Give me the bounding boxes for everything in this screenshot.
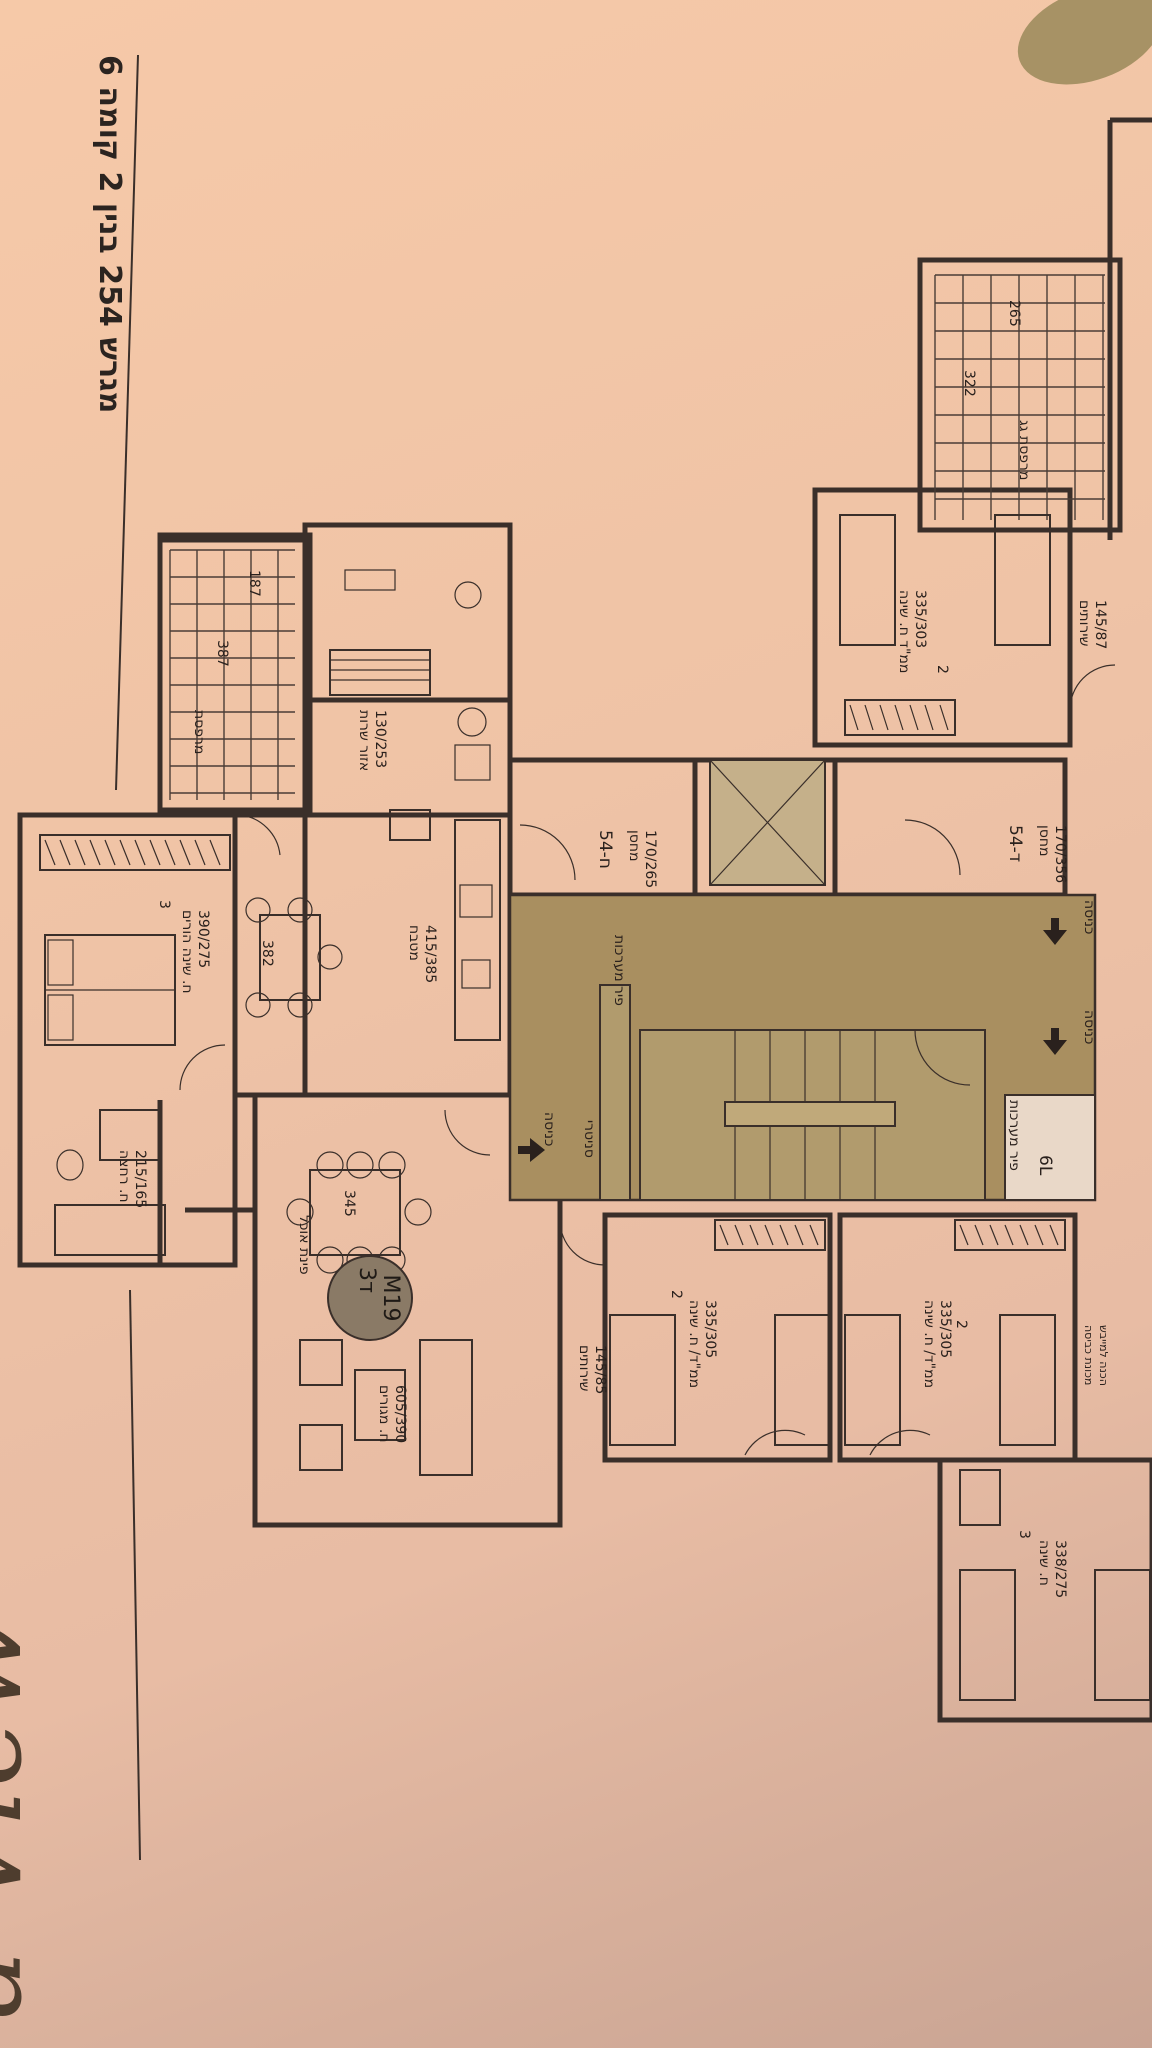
label-lift-no: 6L — [1035, 1155, 1055, 1176]
label-safe-right-dim: 335/305 — [937, 1300, 953, 1358]
entry-arrows — [518, 918, 1067, 1162]
label-neighbor-wc-dim: 145/87 — [1092, 600, 1108, 649]
label-dining-dim: 382 — [259, 940, 275, 967]
label-roof-balcony-dim1: 322 — [961, 370, 977, 397]
label-safe-left: ממ"ד/ ח. שינה — [686, 1300, 702, 1388]
label-dining2: פינת אוכל — [296, 1215, 312, 1275]
label-dining2-dim: 345 — [341, 1190, 357, 1217]
label-neighbor-wc: שירותים — [1076, 600, 1092, 646]
label-storage-b-dim: 170/356 — [1052, 825, 1068, 883]
label-bed-far-dim: 338/275 — [1052, 1540, 1068, 1598]
label-neighbor-safe: ממ"ד ח. שינה — [896, 590, 912, 673]
kitchen-counter — [389, 809, 501, 1041]
side-rule — [129, 1289, 141, 1861]
wardrobe-parents — [39, 834, 231, 871]
label-balcony-top-dim2: 187 — [246, 570, 262, 597]
label-parents-dim: 390/275 — [195, 910, 211, 968]
safe-room-right-furniture — [844, 1219, 1066, 1446]
label-storage-a-tag: 54-ח — [595, 830, 615, 869]
service-shelf — [329, 569, 491, 781]
label-neighbor-safe-dim: 335/303 — [912, 590, 928, 648]
label-living: ח. מגורים — [376, 1385, 392, 1442]
label-storage-b-tag: 54-ד — [1005, 825, 1025, 862]
label-parents: ח. שינה הורים — [179, 910, 195, 994]
label-bed-far-badge: 3 — [1016, 1530, 1032, 1539]
label-service-dim: 130/253 — [372, 710, 388, 768]
apartment-walls — [17, 522, 563, 1528]
label-parents-badge: 3 — [156, 900, 172, 909]
dining-table-upper — [245, 897, 343, 1018]
label-roof-balcony: מרפסת גג — [1016, 420, 1032, 480]
far-bedroom-furniture — [959, 1469, 1151, 1701]
label-storage-a-dim: 170/265 — [642, 830, 658, 888]
label-parents-bath: ח. רחצה — [116, 1150, 132, 1203]
label-toilet: שירותים — [576, 1345, 592, 1391]
label-balcony-top-dim1: 387 — [214, 640, 230, 667]
label-safe-left-badge: 2 — [668, 1290, 684, 1299]
label-storage-a: מחסן — [626, 830, 642, 862]
neighbor-safe-furniture — [839, 514, 1051, 736]
label-kitchen-dim: 415/385 — [422, 925, 438, 983]
label-roof-balcony-dim2: 265 — [1006, 300, 1022, 327]
apartment-badge-bottom: M19 — [378, 1275, 403, 1322]
building-core[interactable] — [508, 759, 1097, 1202]
leaf-icon — [1017, 0, 1152, 85]
label-service: אזור שרות — [356, 710, 372, 771]
label-neighbor-safe-badge: 2 — [934, 665, 950, 674]
label-shaft-1: פיר מערכות — [611, 935, 627, 1006]
label-dryer: הכנה למייבש — [1097, 1325, 1110, 1386]
label-washer: מכונת כביסה — [1082, 1325, 1095, 1385]
label-safe-right-badge: 2 — [953, 1320, 969, 1329]
label-pipes: סניטרי — [581, 1120, 597, 1158]
apartment-badge[interactable]: 3ד M19 — [327, 1255, 413, 1341]
label-bed-far: ח. שינה — [1036, 1540, 1052, 1586]
door-swings — [179, 664, 1116, 1456]
label-safe-left-dim: 335/305 — [702, 1300, 718, 1358]
safe-room-left-furniture — [609, 1219, 831, 1446]
parents-bathroom — [54, 1109, 166, 1256]
sofa-set — [299, 1339, 473, 1476]
sheet-title: מגרש 254 בנין 2 קומה 6 — [92, 55, 127, 413]
label-kitchen: מטבח — [406, 925, 422, 961]
apartment-badge-top: 3ד — [354, 1267, 379, 1293]
double-bed — [44, 934, 176, 1046]
label-living-dim: 605/390 — [392, 1385, 408, 1443]
label-storage-b: מחסן — [1036, 825, 1052, 857]
label-entry-2: כניסה — [1081, 900, 1097, 934]
label-entry-1: כניסה — [541, 1112, 557, 1146]
label-safe-right: ממ"ד/ ח. שינה — [921, 1300, 937, 1388]
room-labels: מרפסת 387 187 אזור שרות 130/253 מטבח 415… — [116, 300, 1110, 1598]
label-parents-bath-dim: 215/165 — [132, 1150, 148, 1208]
label-shaft-2: פיר מערכות — [1006, 1100, 1022, 1171]
brand-wordmark: a View — [0, 1614, 49, 2020]
balcony-top — [157, 537, 308, 813]
label-balcony-top: מרפסת — [191, 710, 207, 754]
label-toilet-dim: 145/85 — [592, 1345, 608, 1394]
roof-balcony — [934, 274, 1105, 520]
title-rule — [115, 54, 139, 791]
label-entry-3: כניסה — [1081, 1010, 1097, 1044]
